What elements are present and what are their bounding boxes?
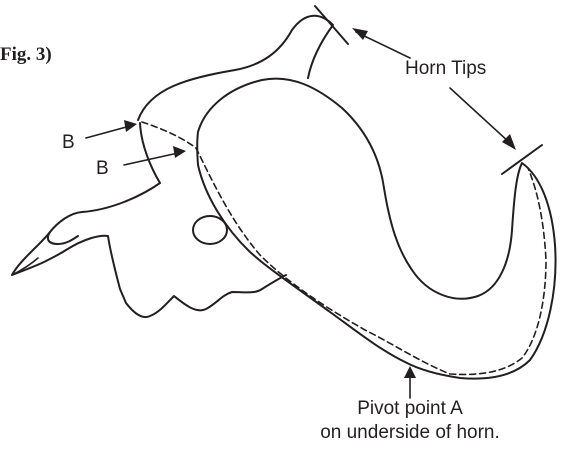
horn-underside-dashed xyxy=(142,122,546,374)
arrowhead xyxy=(124,120,137,132)
b-label-lower: B xyxy=(96,158,109,180)
pivot-point-sublabel: on underside of horn. xyxy=(300,422,520,444)
pivot-point-label: Pivot point A xyxy=(300,398,520,420)
arrowhead xyxy=(173,146,186,158)
b-lower-arrow xyxy=(124,153,178,165)
arrowhead xyxy=(352,28,368,40)
arrowhead xyxy=(502,134,516,150)
skull-outline xyxy=(12,123,286,317)
b-upper-arrow xyxy=(86,126,130,138)
arrowhead xyxy=(404,366,416,378)
front-horn xyxy=(197,79,555,379)
b-label-upper: B xyxy=(62,132,75,154)
horn-tip-markers xyxy=(315,6,542,174)
back-horn xyxy=(138,16,333,120)
horn-tips-label: Horn Tips xyxy=(405,58,486,80)
horn-tips-arrow-lower xyxy=(450,88,510,143)
